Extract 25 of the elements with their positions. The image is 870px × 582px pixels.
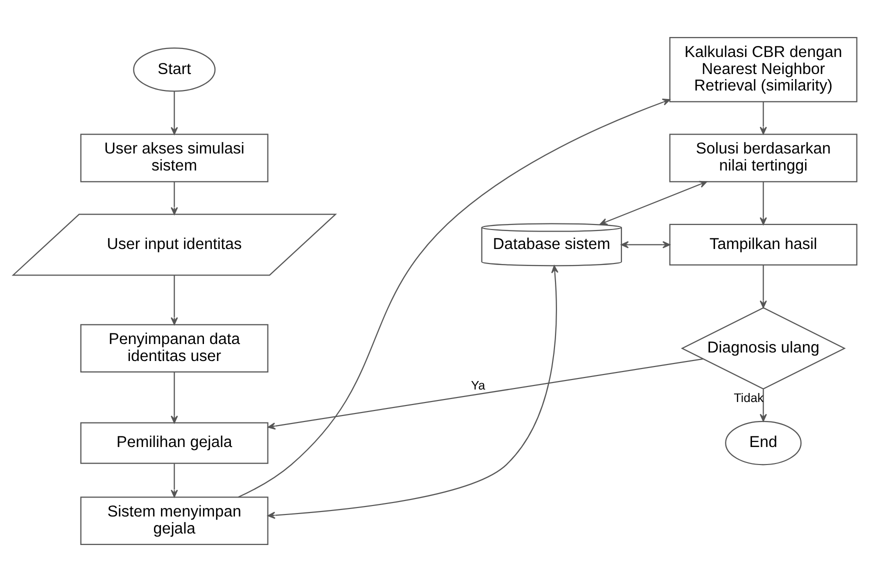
arrow bbox=[760, 265, 767, 308]
node-box: Pemilihan gejala bbox=[80, 422, 268, 464]
node-box: Solusi berdasarkan nilai tertinggi bbox=[669, 134, 858, 182]
node-ellipse: End bbox=[725, 420, 802, 466]
edge-label: Ya bbox=[470, 378, 486, 392]
arrow bbox=[170, 464, 178, 498]
arrow bbox=[760, 389, 767, 422]
arrow bbox=[760, 182, 767, 225]
node-box: User akses simulasi sistem bbox=[80, 134, 268, 182]
arrow bbox=[170, 182, 178, 215]
arrow bbox=[238, 98, 670, 498]
arrow bbox=[620, 241, 670, 248]
arrow bbox=[268, 265, 558, 519]
node-box: Tampilkan hasil bbox=[669, 224, 858, 266]
node-ellipse: Start bbox=[133, 47, 216, 92]
arrow bbox=[170, 372, 178, 424]
arrow bbox=[170, 91, 178, 135]
node-box: Sistem menyimpan gejala bbox=[80, 496, 268, 546]
node-diamond: Diagnosis ulang bbox=[680, 307, 846, 390]
arrow bbox=[600, 180, 708, 226]
arrow bbox=[268, 358, 704, 430]
node-box: Penyimpanan data identitas user bbox=[80, 324, 268, 373]
node-box: Kalkulasi CBR dengan Nearest Neighbor Retrieval (similarity) bbox=[669, 36, 858, 102]
arrow bbox=[760, 102, 767, 134]
arrow bbox=[170, 275, 178, 325]
